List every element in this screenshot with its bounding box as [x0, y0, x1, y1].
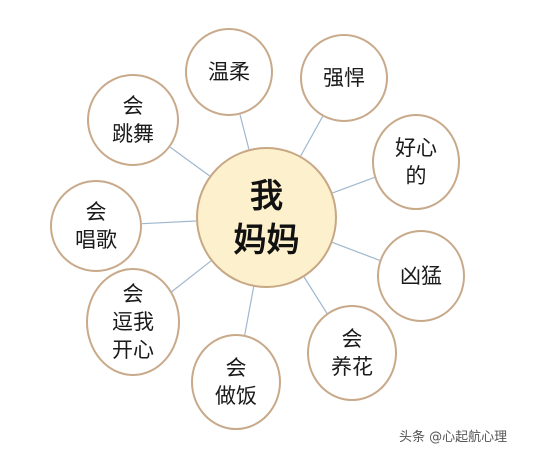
connector-line	[169, 146, 210, 177]
connector-line	[303, 276, 329, 316]
node-doukaixin: 会 逗我 开心	[86, 268, 180, 376]
center-node: 我 妈妈	[196, 147, 337, 288]
connector-line	[332, 241, 381, 261]
connector-line	[300, 116, 324, 157]
node-qianghan: 强悍	[300, 34, 388, 122]
node-yanghua: 会 养花	[307, 305, 397, 401]
node-label: 会 唱歌	[75, 200, 117, 252]
node-tiaowu: 会 跳舞	[87, 74, 179, 166]
connector-line	[141, 220, 197, 225]
node-label: 会 跳舞	[112, 94, 154, 146]
node-xiongmeng: 凶猛	[377, 230, 465, 322]
node-haoxinde: 好心 的	[372, 114, 460, 210]
node-label: 会 养花	[331, 327, 373, 379]
node-label: 温柔	[208, 60, 250, 84]
watermark: 头条 @心起航心理	[399, 430, 508, 445]
node-label: 凶猛	[400, 264, 442, 288]
node-label: 好心 的	[395, 136, 437, 188]
center-label: 我 妈妈	[233, 175, 300, 259]
connector-line	[239, 114, 250, 150]
node-change: 会 唱歌	[50, 180, 142, 272]
connector-line	[243, 286, 255, 338]
node-zuofan: 会 做饭	[191, 334, 281, 430]
node-label: 强悍	[323, 66, 365, 90]
node-label: 会 做饭	[215, 356, 257, 408]
connector-line	[169, 260, 212, 294]
node-wenrou: 温柔	[185, 28, 273, 116]
connector-line	[332, 176, 375, 194]
node-label: 会 逗我 开心	[112, 282, 154, 362]
